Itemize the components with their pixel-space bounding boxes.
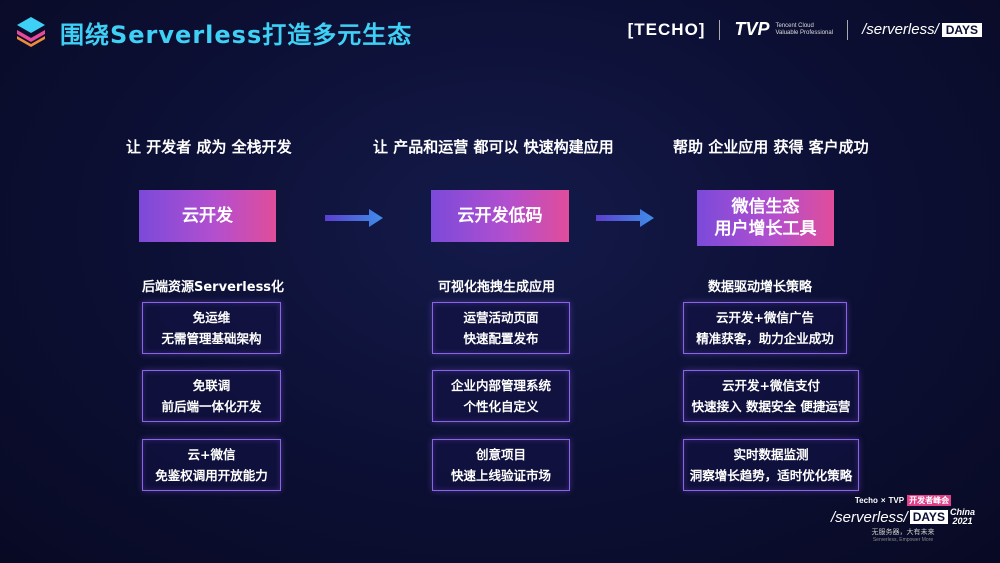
divider	[847, 19, 849, 40]
feature-card: 云开发+微信广告 精准获客，助力企业成功	[683, 302, 847, 354]
subtitle-data-driven: 数据驱动增长策略	[708, 280, 813, 295]
serverless-days-logo: /serverless/ DAYS	[862, 21, 982, 38]
main-box-wechat-growth: 微信生态 用户增长工具	[697, 190, 834, 246]
feature-card: 云+微信 免鉴权调用开放能力	[142, 439, 281, 491]
slogan-customer-success: 帮助 企业应用 获得 客户成功	[673, 138, 869, 156]
arrow-right-icon	[596, 209, 654, 227]
header-brand-logos: [TECHO] TVP Tencent Cloud Valuable Profe…	[628, 19, 982, 40]
arrow-right-icon	[325, 209, 383, 227]
footer-event-logo: Techo × TVP 开发者峰会 /serverless/ DAYS Chin…	[831, 495, 975, 543]
main-box-cloudbase: 云开发	[139, 190, 276, 242]
feature-card: 免运维 无需管理基础架构	[142, 302, 281, 354]
feature-card: 企业内部管理系统 个性化自定义	[432, 370, 570, 422]
feature-card: 云开发+微信支付 快速接入 数据安全 便捷运营	[683, 370, 859, 422]
page-title: 围绕Serverless打造多元生态	[60, 21, 413, 49]
feature-card: 实时数据监测 洞察增长趋势，适时优化策略	[683, 439, 859, 491]
slogan-fullstack: 让 开发者 成为 全栈开发	[126, 138, 292, 156]
tvp-logo: TVP Tencent Cloud Valuable Professional	[734, 19, 834, 39]
techo-logo: [TECHO]	[627, 19, 706, 39]
subtitle-visual-drag: 可视化拖拽生成应用	[438, 280, 556, 295]
main-box-lowcode: 云开发低码	[431, 190, 569, 242]
feature-card: 免联调 前后端一体化开发	[142, 370, 281, 422]
feature-card: 创意项目 快速上线验证市场	[432, 439, 570, 491]
feature-card: 运营活动页面 快速配置发布	[432, 302, 570, 354]
subtitle-backend-serverless: 后端资源Serverless化	[142, 280, 285, 295]
stack-layers-icon	[17, 17, 45, 47]
slogan-product-ops: 让 产品和运营 都可以 快速构建应用	[373, 138, 614, 156]
divider	[719, 19, 721, 40]
